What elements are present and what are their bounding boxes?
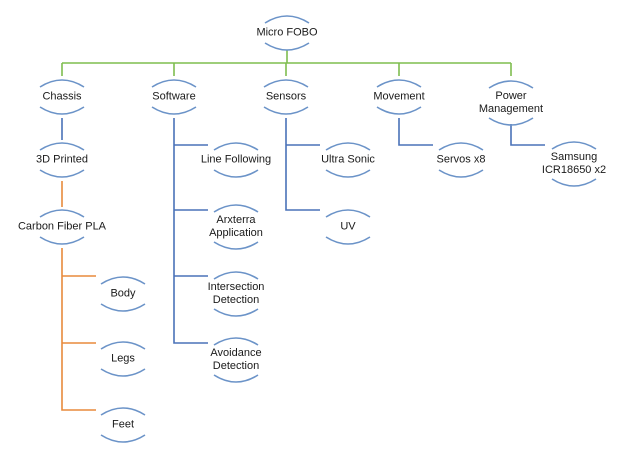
node-label-line: UV (340, 220, 356, 233)
power-top-arc (488, 80, 534, 89)
node-label-line: 3D Printed (36, 153, 88, 166)
line-following-node: Line Following (201, 154, 271, 167)
node-label-line: Ultra Sonic (321, 153, 375, 166)
uv-top-arc (325, 209, 371, 218)
samsung-bottom-arc (551, 178, 597, 187)
root-bottom-arc (264, 42, 310, 51)
body-top-arc (100, 276, 146, 285)
feet-top-arc (100, 407, 146, 416)
node-label-line: Sensors (265, 90, 307, 103)
legs-top-arc (100, 341, 146, 350)
node-label-line: Legs (111, 352, 135, 365)
node-label-line: Samsung (550, 151, 598, 163)
node-label-line: Feet (111, 418, 135, 431)
root-top-arc (264, 15, 310, 24)
feet-bottom-arc (100, 434, 146, 443)
root-node: Micro FOBO (256, 27, 317, 40)
uv-bottom-arc (325, 236, 371, 245)
intersection-top-arc (213, 271, 259, 280)
avoidance-top-arc (213, 337, 259, 346)
node-label-line: Body (110, 287, 136, 300)
feet-node: Feet (112, 419, 134, 432)
legs-bottom-arc (100, 368, 146, 377)
sensors-bottom-arc (263, 106, 309, 115)
software-node: Software (152, 91, 195, 104)
movement-bottom-arc (376, 106, 422, 115)
ultrasonic-bottom-arc (325, 169, 371, 178)
line_following-bottom-arc (213, 169, 259, 178)
node-label-line: Micro FOBO (256, 26, 318, 39)
servos-bottom-arc (438, 169, 484, 178)
sensors-node: Sensors (266, 91, 306, 104)
node-label-line: Carbon Fiber PLA (17, 220, 107, 233)
printed-bottom-arc (39, 169, 85, 178)
body-node: Body (110, 288, 135, 301)
carbon-spine-connector (61, 248, 96, 411)
printed-top-arc (39, 142, 85, 151)
power-bottom-arc (488, 117, 534, 126)
node-label-line: Chassis (42, 90, 82, 103)
software-bottom-arc (151, 106, 197, 115)
avoidance-bottom-arc (213, 374, 259, 383)
chassis-node: Chassis (42, 91, 81, 104)
carbon-top-arc (39, 209, 85, 218)
carbon-bottom-arc (39, 236, 85, 245)
chassis-top-arc (39, 79, 85, 88)
uv-node: UV (340, 221, 355, 234)
node-label-line: Management (478, 103, 544, 115)
node-label-line: Intersection (207, 281, 265, 293)
ultrasonic-top-arc (325, 142, 371, 151)
printed-node: 3D Printed (36, 154, 88, 167)
node-label-line: ICR18650 x2 (541, 164, 607, 176)
body-bottom-arc (100, 303, 146, 312)
node-label-line: Arxterra (216, 214, 256, 226)
movement-node: Movement (373, 91, 424, 104)
intersection-bottom-arc (213, 308, 259, 317)
ultrasonic-node: Ultra Sonic (321, 154, 375, 167)
power-to-samsung-connector (510, 124, 545, 146)
arxterra-bottom-arc (213, 241, 259, 250)
node-label-line: Line Following (200, 153, 272, 166)
node-label-line: Detection (212, 294, 260, 306)
node-label-line: Movement (373, 90, 425, 103)
software-top-arc (151, 79, 197, 88)
sensors-spine-connector (285, 118, 320, 211)
chassis-bottom-arc (39, 106, 85, 115)
movement-top-arc (376, 79, 422, 88)
arxterra-top-arc (213, 204, 259, 213)
node-label-line: Avoidance (210, 347, 262, 359)
node-label-line: Power (495, 90, 527, 102)
samsung-top-arc (551, 141, 597, 150)
carbon-node: Carbon Fiber PLA (18, 221, 106, 234)
movement-to-servos-connector (398, 118, 433, 146)
software-spine-connector (173, 118, 208, 344)
sensors-top-arc (263, 79, 309, 88)
node-label-line: Software (152, 90, 196, 103)
node-label-line: Detection (212, 360, 260, 372)
legs-node: Legs (111, 353, 135, 366)
node-label-line: Servos x8 (436, 153, 486, 166)
servos-node: Servos x8 (437, 154, 486, 167)
node-label-line: Application (209, 227, 263, 239)
servos-top-arc (438, 142, 484, 151)
line_following-top-arc (213, 142, 259, 151)
